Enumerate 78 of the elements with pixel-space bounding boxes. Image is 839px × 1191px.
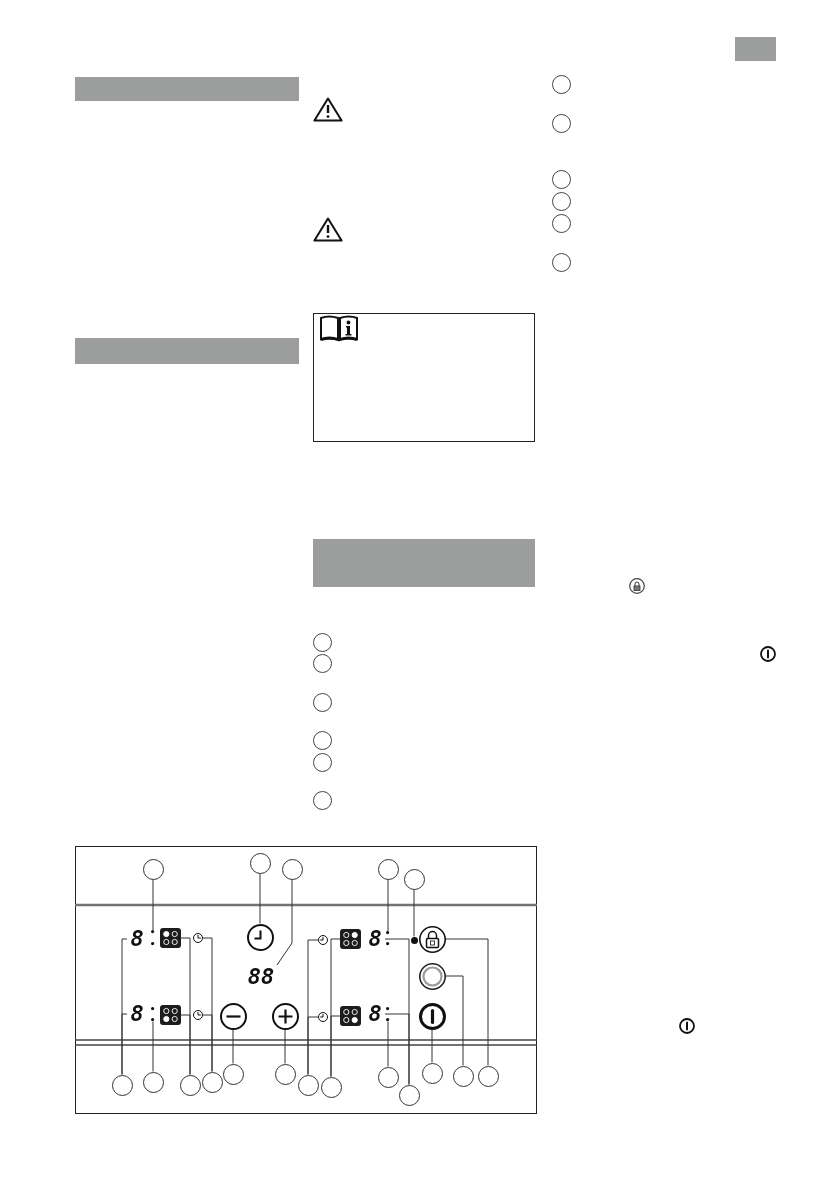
heading-bar [75,338,299,364]
leader-line [202,1014,213,1072]
leader-line [431,1029,433,1063]
callout-circle [551,191,571,211]
minus-button [219,1002,247,1030]
indicator-dot [386,931,390,935]
leader-line [121,1013,128,1075]
plus-button [271,1002,299,1030]
digit-display: 8 [365,927,385,951]
leader-line [330,1015,341,1077]
control-panel [75,846,537,1114]
callout-circle [312,752,332,772]
leader-line [413,889,415,937]
hob-zones-icon [340,1006,361,1026]
indicator-dot [386,1018,390,1022]
leader-line [445,938,489,1066]
leader-line [384,1013,410,1085]
hob-zones-icon [160,928,181,948]
digit-display: 88 [240,965,282,990]
leader-line [152,1021,154,1072]
info-box [313,313,535,442]
callout-circle [377,1066,399,1088]
callout-circle [312,730,332,750]
callout-circle [421,1062,443,1084]
callout-circle [551,252,571,272]
clock-button [246,923,274,951]
callout-circle [477,1065,499,1087]
callout-circle [274,1063,296,1085]
indicator-dot [410,936,418,944]
leader-line [387,1021,389,1067]
lock-button [418,925,446,953]
leader-line [152,879,154,931]
callout-circle [551,74,571,94]
callout-circle [312,632,332,652]
page-tab [735,37,776,61]
power-button [418,1002,446,1030]
callout-circle [312,692,332,712]
callout-circle [551,169,571,189]
leader-line [232,1029,234,1064]
callout-circle [201,1071,223,1093]
hob-zones-icon [340,929,361,949]
callout-circle [297,1074,319,1096]
heading-bar [75,77,299,101]
clock-icon [318,935,328,945]
callout-circle [551,113,571,133]
callout-circle [179,1074,201,1096]
callout-circle [551,213,571,233]
digit-display: 8 [127,927,147,951]
callout-circle [312,653,332,673]
leader-line [276,879,293,966]
callout-circle [320,1076,342,1098]
callout-circle [312,790,332,810]
leader-line [387,879,389,932]
leader-line [284,1029,286,1064]
callout-circle [142,1071,164,1093]
leader-line [259,873,261,924]
digit-display: 8 [127,1002,147,1026]
callout-circle [403,868,425,890]
indicator-dot [151,930,155,934]
callout-circle [377,858,399,880]
indicator-dot [151,1018,155,1022]
round-button [418,962,446,990]
heading-bar [313,539,535,587]
digit-display: 8 [365,1002,385,1026]
leader-line [307,1016,319,1075]
callout-circle [398,1084,420,1106]
callout-circle [142,858,164,880]
clock-icon [193,1010,203,1020]
callout-circle [281,858,303,880]
callout-circle [222,1063,244,1085]
callout-circle [452,1065,474,1087]
callout-circle [249,852,271,874]
callout-circle [111,1074,133,1096]
clock-icon [193,933,203,943]
leader-line [180,1014,191,1075]
hob-zones-icon [160,1005,181,1025]
clock-icon [318,1012,328,1022]
leader-line [445,975,464,1066]
